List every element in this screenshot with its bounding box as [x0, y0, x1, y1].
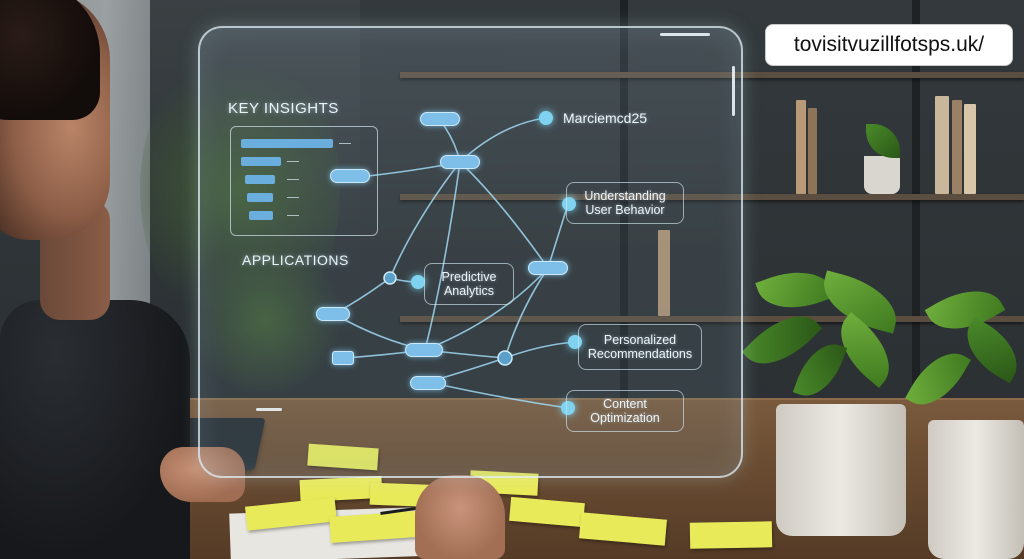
graph-node-pill [330, 169, 370, 183]
graph-node-dot [561, 401, 575, 415]
graph-node-pill [316, 307, 350, 321]
mini-tick [339, 143, 351, 144]
node-label-predictive: Predictive Analytics [424, 263, 514, 305]
graph-node-dot [539, 111, 553, 125]
sticky-note [689, 521, 773, 549]
mini-tick [287, 197, 299, 198]
person-shoulder [0, 300, 190, 559]
url-watermark: tovisitvuzillfotsps.uk/ [765, 24, 1013, 66]
node-label-content: Content Optimization [566, 390, 684, 432]
shelf-post [620, 0, 628, 420]
book [658, 230, 670, 316]
graph-node-pill [420, 112, 460, 126]
mini-tick [287, 161, 299, 162]
plant-pot [776, 404, 906, 536]
book [796, 100, 806, 194]
applications-heading: APPLICATIONS [242, 252, 349, 268]
person-right-hand [415, 475, 505, 559]
graph-node-pill [440, 155, 480, 169]
insights-mini-table [230, 126, 378, 236]
mini-tick [287, 215, 299, 216]
holo-highlight [732, 66, 735, 116]
shelf-plant-pot [864, 156, 900, 194]
node-label-understanding: Understanding User Behavior [566, 182, 684, 224]
shelf-post [912, 0, 920, 420]
graph-node-dot [562, 197, 576, 211]
mini-bar [245, 175, 275, 184]
holo-highlight [256, 408, 282, 411]
mini-bar [241, 139, 333, 148]
graph-node-dot [411, 275, 425, 289]
book [935, 96, 949, 194]
key-insights-heading: KEY INSIGHTS [228, 100, 339, 117]
mini-bar [247, 193, 273, 202]
graph-node-pill [410, 376, 446, 390]
book [952, 100, 962, 194]
book [964, 104, 976, 194]
plant-pot [928, 420, 1024, 559]
mini-bar [241, 157, 281, 166]
person-hair [0, 0, 100, 120]
graph-node-pill [528, 261, 568, 275]
node-label-marciemcd: Marciemcd25 [563, 110, 648, 126]
node-label-personalized: Personalized Recommendations [578, 324, 702, 370]
book [808, 108, 817, 194]
shelf [400, 194, 1024, 200]
graph-node-pill [405, 343, 443, 357]
mini-bar [249, 211, 273, 220]
holo-highlight [660, 33, 710, 36]
shelf [400, 316, 1024, 322]
graph-node-pill [332, 351, 354, 365]
shelf [400, 72, 1024, 78]
background-plant-2 [190, 240, 340, 400]
mini-tick [287, 179, 299, 180]
